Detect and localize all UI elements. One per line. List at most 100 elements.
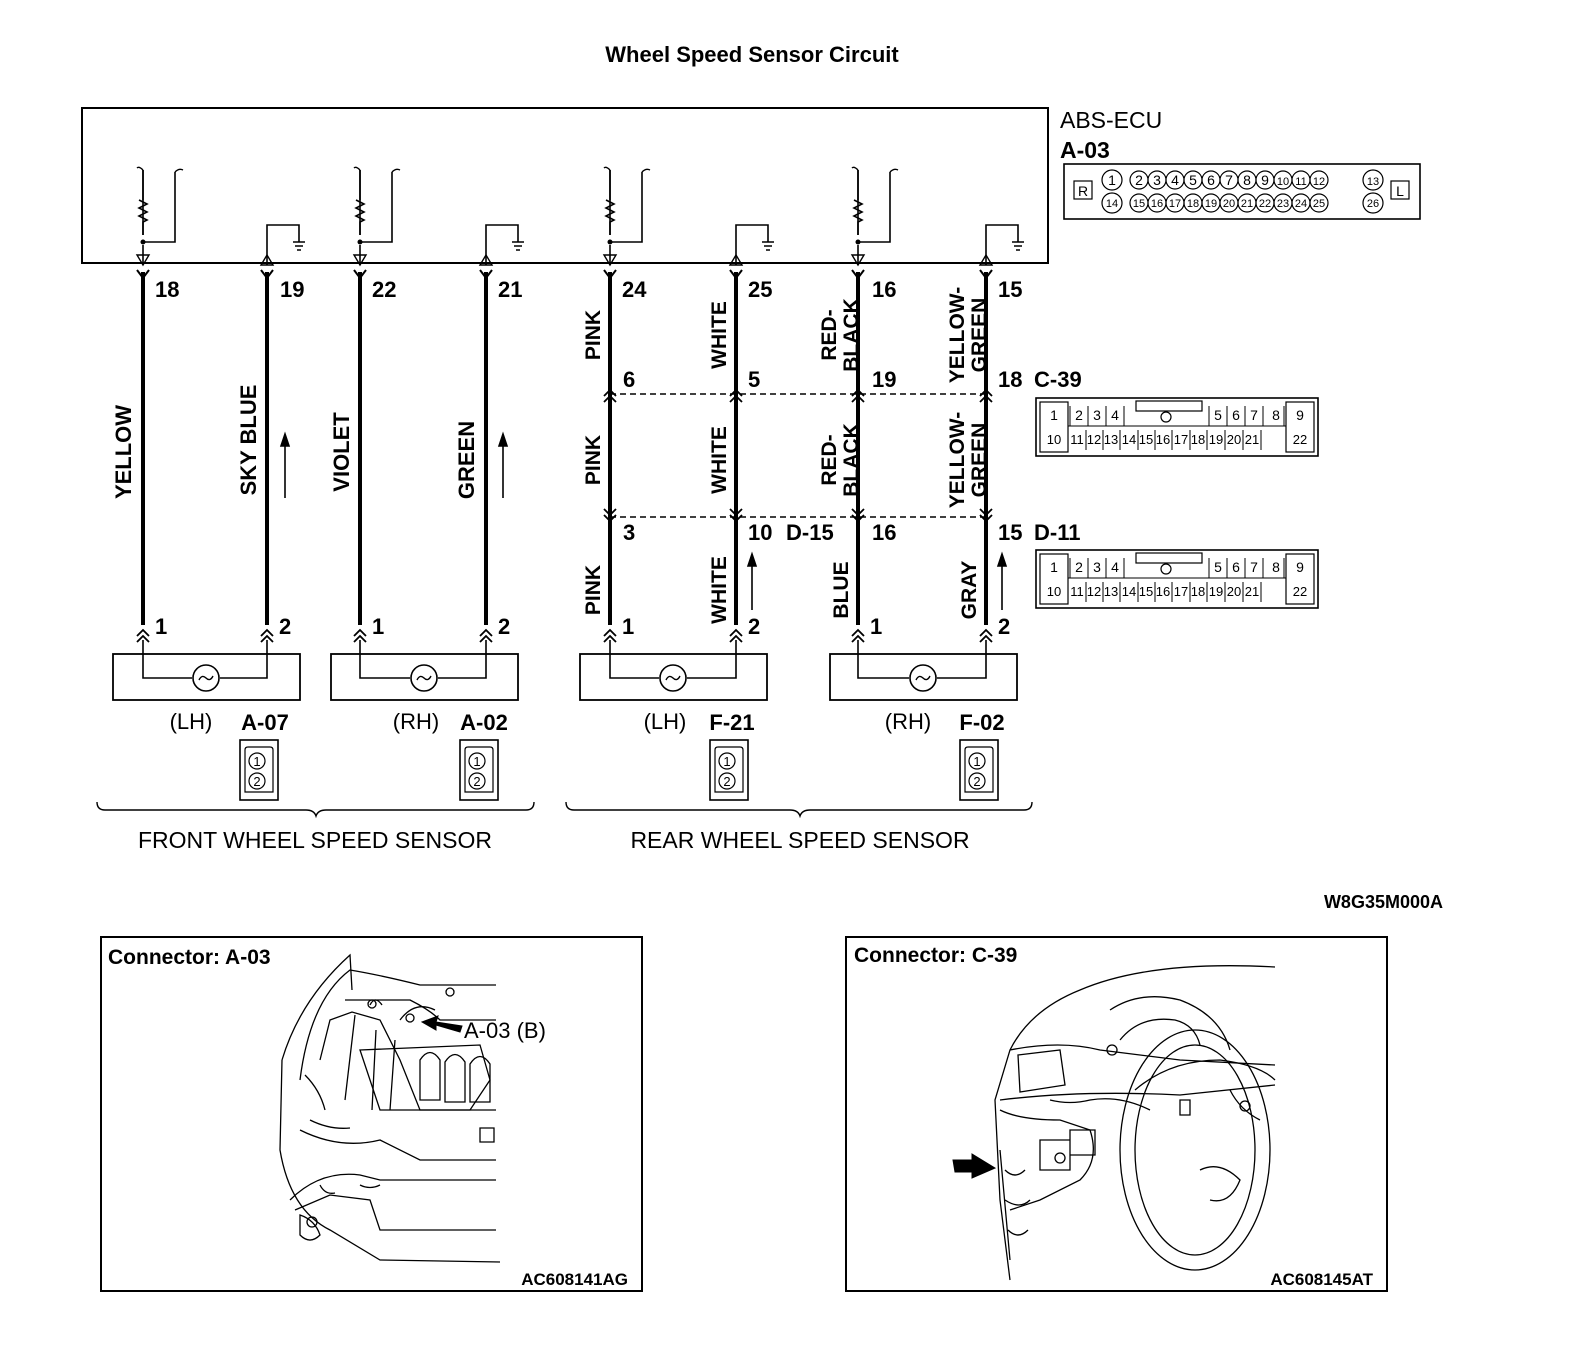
ecu-pin-label: 24 bbox=[1295, 198, 1307, 210]
ecu-pin-label: 9 bbox=[1261, 172, 1269, 188]
diagram-code: W8G35M000A bbox=[1324, 892, 1443, 912]
wire-color-line: BLACK bbox=[840, 423, 863, 497]
inline-connector-forks bbox=[603, 389, 993, 522]
ecu-pin-number: 24 bbox=[622, 277, 647, 302]
face-pin-label: 4 bbox=[1111, 407, 1119, 423]
face-pin-label: 20 bbox=[1227, 584, 1241, 599]
wire-color-label: PINK bbox=[582, 565, 605, 615]
ecu-pin-label: 26 bbox=[1367, 198, 1379, 210]
wire-color-label: VIOLET bbox=[329, 412, 354, 492]
wire-color-line: RED- bbox=[818, 434, 841, 485]
wire-color-label: SKY BLUE bbox=[236, 385, 261, 496]
two-pin-connector-face bbox=[959, 739, 999, 801]
ecu-pin-circle bbox=[1309, 193, 1329, 213]
pin-number: 10 bbox=[748, 520, 772, 545]
sensor-side: (RH) bbox=[885, 709, 931, 734]
face-pin-label: 2 bbox=[1075, 559, 1083, 575]
face-pin-label: 16 bbox=[1156, 584, 1170, 599]
pin-number: 19 bbox=[872, 367, 896, 392]
ecu-pin-label: 19 bbox=[1205, 198, 1217, 210]
ecu-pin-label: 18 bbox=[1187, 198, 1199, 210]
wire-color-label: PINK bbox=[582, 310, 605, 360]
face-pin-label: 9 bbox=[1296, 559, 1304, 575]
wire-color-line: GRAY bbox=[958, 561, 981, 620]
face-pin-label: 13 bbox=[1104, 432, 1118, 447]
wire-color-label: WHITE bbox=[708, 426, 731, 494]
ecu-pin-number: 22 bbox=[372, 277, 396, 302]
pin-number: 5 bbox=[748, 367, 760, 392]
ecu-pin-number: 19 bbox=[280, 277, 304, 302]
wire-color-label: YELLOW-GREEN bbox=[946, 287, 991, 383]
ecu-pin-circle bbox=[1101, 169, 1123, 191]
ecu-pin-number: 21 bbox=[498, 277, 522, 302]
sensor-pin-number: 2 bbox=[748, 614, 760, 639]
two-pin-label: 2 bbox=[723, 774, 730, 789]
sensor-connector-id: F-02 bbox=[959, 710, 1004, 735]
ecu-pin-label: 25 bbox=[1313, 198, 1325, 210]
wire-color-label: YELLOW-GREEN bbox=[946, 412, 991, 508]
wire-color-line: BLUE bbox=[830, 561, 853, 618]
ecu-pin-label: 15 bbox=[1133, 198, 1145, 210]
ecu-pin-label: 5 bbox=[1189, 172, 1197, 188]
wire-color-line: PINK bbox=[582, 435, 605, 485]
face-pin-label: 17 bbox=[1174, 432, 1188, 447]
wire-color-line: PINK bbox=[582, 565, 605, 615]
ecu-internal-circuits bbox=[136, 166, 1025, 266]
face-pin-label: 3 bbox=[1093, 407, 1101, 423]
face-pin-label: 22 bbox=[1293, 584, 1307, 599]
connector-dash-lines bbox=[610, 393, 986, 518]
two-pin-label: 2 bbox=[473, 774, 480, 789]
panel-title: Connector: C-39 bbox=[854, 944, 1017, 967]
face-pin-label: 15 bbox=[1139, 432, 1153, 447]
ecu-pin-number: 16 bbox=[872, 277, 896, 302]
c39-pin-numbers: 6 5 19 18 bbox=[623, 367, 1022, 392]
face-pin-label: 6 bbox=[1232, 559, 1240, 575]
wire-color-line: YELLOW- bbox=[946, 412, 969, 508]
face-pin-label: 11 bbox=[1070, 432, 1084, 447]
ecu-pin-circle bbox=[1101, 192, 1123, 214]
abs-ecu-box bbox=[81, 107, 1049, 264]
pin-number: 3 bbox=[623, 520, 635, 545]
sensor-connector-id: A-07 bbox=[241, 710, 289, 735]
face-pin-label: 19 bbox=[1209, 584, 1223, 599]
ecu-pin-circle bbox=[1362, 192, 1384, 214]
sensor-connector-id: A-02 bbox=[460, 710, 508, 735]
sensor-connector-id: F-21 bbox=[709, 710, 754, 735]
sensor-pin-number: 1 bbox=[870, 614, 882, 639]
ecu-pin-number: 25 bbox=[748, 277, 772, 302]
sensor-pin-number: 2 bbox=[279, 614, 291, 639]
wire-color-label: YELLOW bbox=[111, 405, 136, 499]
two-pin-label: 2 bbox=[253, 774, 260, 789]
front-sensor-group-label: FRONT WHEEL SPEED SENSOR bbox=[138, 827, 492, 853]
ecu-connector-id: A-03 bbox=[1060, 137, 1110, 163]
ecu-pin-label: 7 bbox=[1225, 172, 1233, 188]
arrow-icon bbox=[420, 1015, 463, 1033]
two-pin-connector-face bbox=[239, 739, 279, 801]
wire-color-line: GREEN bbox=[968, 298, 991, 373]
face-pin-label: 6 bbox=[1232, 407, 1240, 423]
wire-color-label: GREEN bbox=[454, 421, 479, 499]
face-pin-label: 4 bbox=[1111, 559, 1119, 575]
arrow-icon bbox=[952, 1153, 997, 1179]
face-pin-label: 10 bbox=[1047, 584, 1061, 599]
face-pin-label: 2 bbox=[1075, 407, 1083, 423]
face-pin-label: 3 bbox=[1093, 559, 1101, 575]
ecu-pin-label: 2 bbox=[1135, 172, 1143, 188]
face-pin-label: 8 bbox=[1272, 407, 1280, 423]
connector-a03-panel: Connector: A-03 A-03 (B) AC608141AG bbox=[100, 936, 643, 1292]
ecu-pin-label: 8 bbox=[1243, 172, 1251, 188]
wire-color-line: BLACK bbox=[840, 298, 863, 372]
panel-title: Connector: A-03 bbox=[108, 946, 271, 969]
face-pin-label: 13 bbox=[1104, 584, 1118, 599]
d11-connector-id: D-11 bbox=[1034, 520, 1080, 545]
d15-connector-id: D-15 bbox=[786, 520, 834, 545]
face-pin-label: 18 bbox=[1191, 584, 1205, 599]
ecu-pin-label: 3 bbox=[1153, 172, 1161, 188]
face-pin-label: 5 bbox=[1214, 559, 1222, 575]
ecu-pin-label: 23 bbox=[1277, 198, 1289, 210]
